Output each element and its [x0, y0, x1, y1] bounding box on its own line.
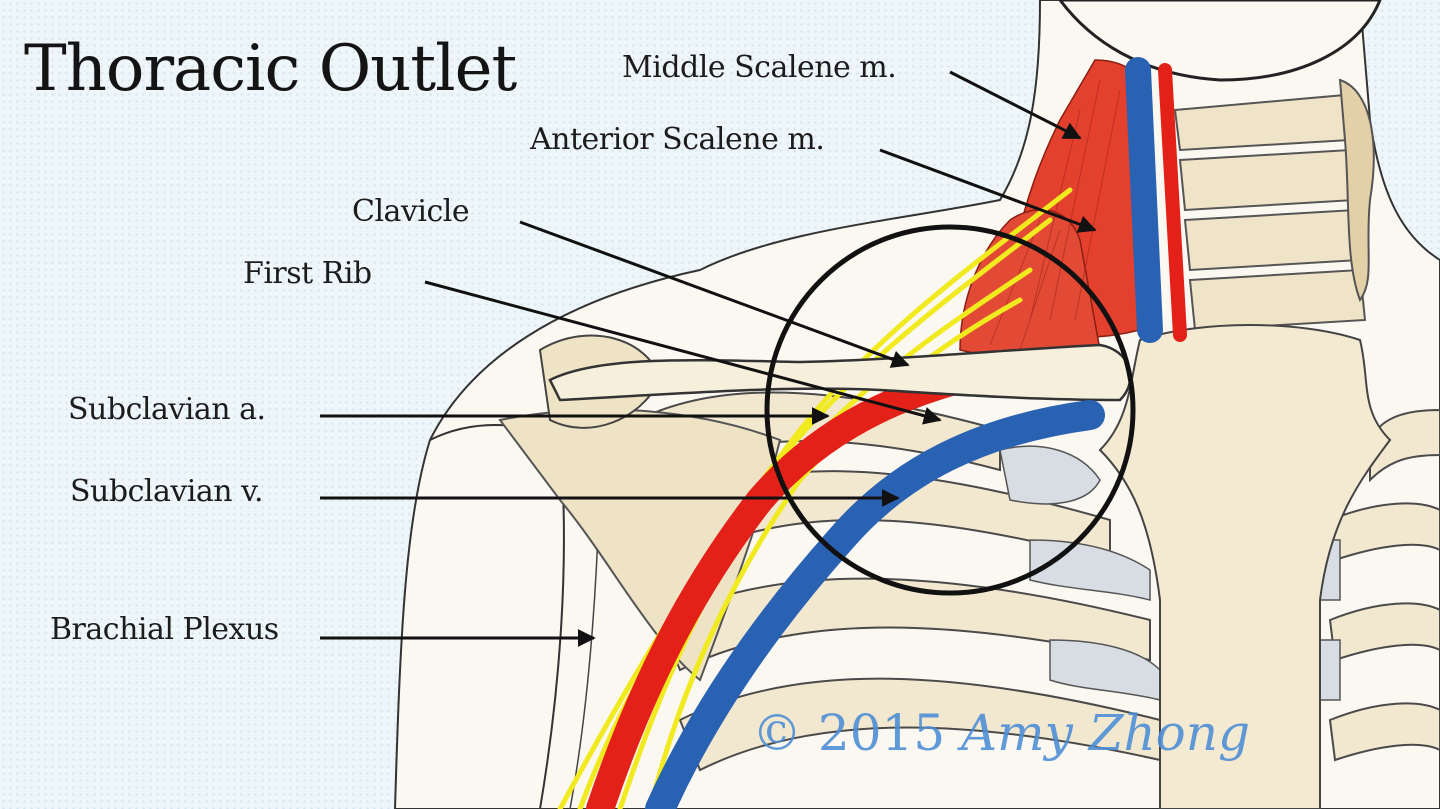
scapula [498, 408, 782, 682]
arrow-first-rib [424, 280, 942, 425]
label-brachial-plexus: Brachial Plexus [50, 612, 279, 647]
arrow-clavicle [519, 220, 910, 368]
label-anterior-scalene: Anterior Scalene m. [530, 122, 825, 157]
author-signature: Amy Zhong [961, 704, 1250, 762]
label-clavicle: Clavicle [352, 194, 470, 229]
jugular-vein [1125, 57, 1163, 343]
arrow-anterior-scalene [879, 148, 1097, 233]
thoracic-outlet-circle [764, 224, 1136, 596]
cervical-spine [1173, 78, 1375, 332]
label-middle-scalene: Middle Scalene m. [622, 50, 897, 85]
subclavian-artery-vessel [586, 356, 1014, 809]
diagram-title: Thoracic Outlet [24, 32, 517, 106]
label-subclavian-artery: Subclavian a. [68, 392, 266, 427]
label-first-rib: First Rib [243, 256, 372, 291]
subclavian-vein-vessel [645, 400, 1105, 809]
arrow-middle-scalene [949, 70, 1082, 140]
carotid-artery [1158, 63, 1187, 342]
sternum [1098, 324, 1392, 809]
leader-arrows [320, 70, 1097, 647]
copyright-prefix: © 2015 [752, 704, 946, 762]
copyright-watermark: © 2015 Amy Zhong [752, 704, 1250, 762]
label-subclavian-vein: Subclavian v. [70, 474, 264, 509]
